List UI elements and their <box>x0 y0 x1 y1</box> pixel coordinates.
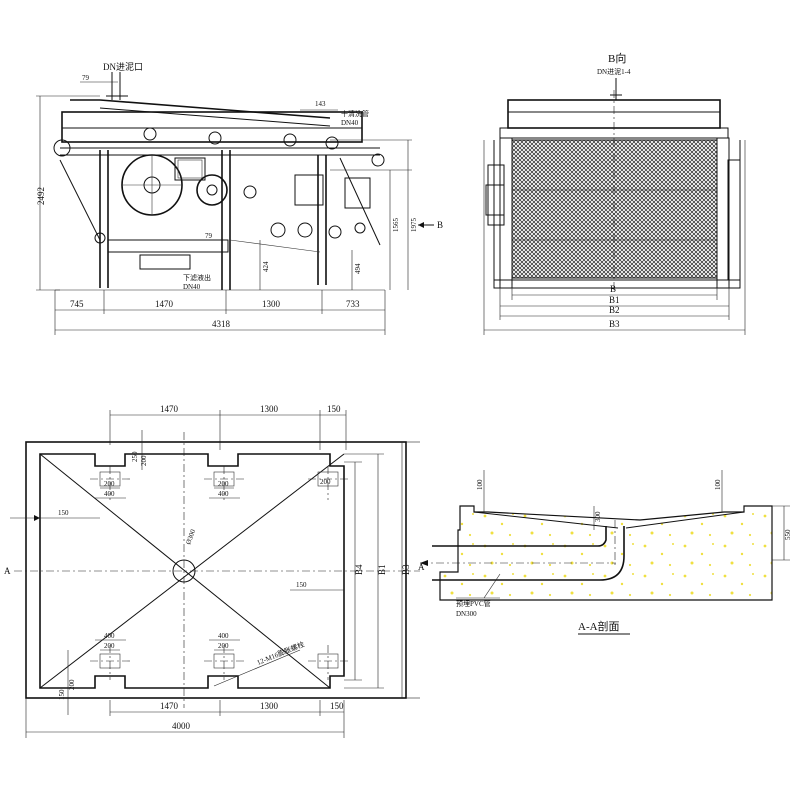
dim-1300-plan-top: 1300 <box>260 404 279 414</box>
dim-b1: B1 <box>609 295 620 305</box>
pad-dim-200-tl: 200 <box>104 480 115 488</box>
dim-150-bl: 150 <box>58 689 66 700</box>
section-a-marker-plan: A <box>4 566 11 576</box>
filtrate-dn: DN40 <box>183 283 201 291</box>
dim-150-plan-bot: 150 <box>330 701 344 711</box>
foundation-plan: 1470 1300 150 Ø300 <box>4 404 420 738</box>
dim-b3-plan: B3 <box>401 564 411 575</box>
view-b-title: B向 <box>608 51 626 65</box>
dim-150-right: 150 <box>296 581 307 589</box>
dim-200-bl: 200 <box>68 679 76 690</box>
dim-1470-plan-top: 1470 <box>160 404 179 414</box>
dim-4318: 4318 <box>212 319 231 329</box>
dim-1300-plan-bot: 1300 <box>260 701 279 711</box>
dim-424: 424 <box>262 261 270 272</box>
dim-1470-elev: 1470 <box>155 299 174 309</box>
dim-b3: B3 <box>609 319 620 329</box>
dim-79-mid: 79 <box>205 232 213 240</box>
dim-100-left: 100 <box>476 479 484 490</box>
view-b-marker: B <box>437 220 443 230</box>
pad-dim-400-tl: 400 <box>104 490 115 498</box>
dim-b2: B2 <box>609 305 620 315</box>
pipe-dn: DN300 <box>456 610 477 618</box>
dim-b: B <box>610 284 616 294</box>
dim-b1-plan: B1 <box>377 564 387 575</box>
dim-1300-elev: 1300 <box>262 299 281 309</box>
dim-150-left: 150 <box>58 509 69 517</box>
section-title: A-A剖面 <box>578 619 620 633</box>
wash-label: 十清洗管 <box>341 109 369 118</box>
pad-dim-200-bl: 200 <box>104 642 115 650</box>
pad-dim-400-bm: 400 <box>218 632 229 640</box>
dim-79-top: 79 <box>82 74 90 82</box>
dim-150-plan-top: 150 <box>327 404 341 414</box>
filter-belt-mesh <box>511 139 718 279</box>
dim-300-sec: 300 <box>594 511 602 522</box>
dim-494: 494 <box>354 263 362 274</box>
drain-hole <box>172 559 196 583</box>
elevation-view: 2492 <box>36 62 443 335</box>
dim-2492: 2492 <box>36 187 46 205</box>
wash-dn: DN40 <box>341 119 359 127</box>
dim-b4: B4 <box>354 564 364 575</box>
dim-300-hole: Ø300 <box>184 528 197 546</box>
section-a-a: A 100 100 300 550 预埋PVC管 DN300 A-A剖面 <box>418 470 792 635</box>
dim-1565: 1565 <box>392 218 400 233</box>
inlet-label: DN进泥口 <box>103 62 143 72</box>
side-inlet-label: DN进泥1-4 <box>597 68 631 76</box>
dim-550: 550 <box>784 529 792 540</box>
pipe-label: 预埋PVC管 <box>456 599 491 608</box>
anchor-pads <box>90 466 348 680</box>
side-view-b: B向 DN进泥1-4 <box>483 51 746 335</box>
dim-1470-plan-bot: 1470 <box>160 701 179 711</box>
dim-100-right: 100 <box>714 479 722 490</box>
dim-745: 745 <box>70 299 84 309</box>
dim-143: 143 <box>315 100 326 108</box>
dim-250: 250 <box>131 451 139 462</box>
concrete-base <box>439 505 773 601</box>
filtrate-label: 下滤液出 <box>183 273 211 282</box>
pad-dim-200-tm: 200 <box>218 480 229 488</box>
dim-733: 733 <box>346 299 360 309</box>
dim-4000: 4000 <box>172 721 191 731</box>
section-a-marker: A <box>418 562 425 572</box>
dim-1975: 1975 <box>410 218 418 233</box>
dim-200-top: 200 <box>140 455 148 466</box>
pad-dim-200-tr: 200 <box>320 478 331 486</box>
pad-dim-400-tm: 400 <box>218 490 229 498</box>
pad-dim-200-bm: 200 <box>218 642 229 650</box>
pad-dim-400-bl: 400 <box>104 632 115 640</box>
